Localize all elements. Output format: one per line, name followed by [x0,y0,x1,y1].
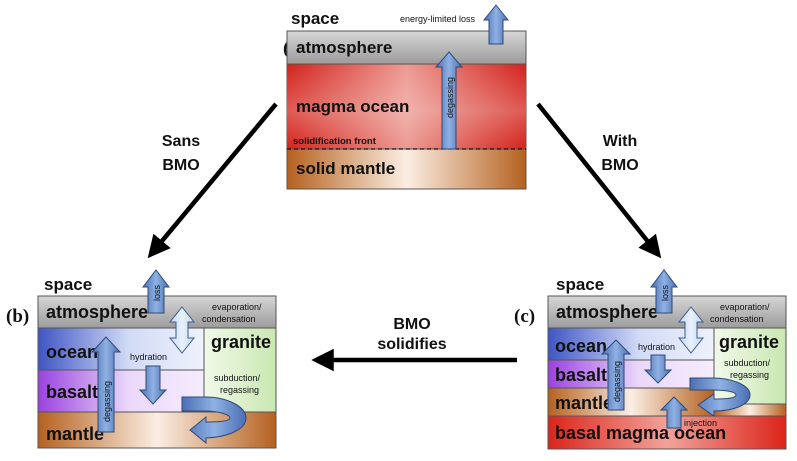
panel-b-evaporation-condensation-arrow [168,306,196,354]
panel-b-degassing-label: degassing [102,381,112,422]
panel-c-subduction-arrow [689,377,751,417]
panel-b-hydration-arrow [138,365,168,405]
sans-bmo-arrow [147,102,278,259]
panel-b-granite-label: granite [211,332,271,352]
panel-c-degassing-label: degassing [612,361,622,402]
panel-a-degassing-label: degassing [445,77,455,118]
panel-a-solidification-front-label: solidification front [293,136,377,147]
panel-a-energy-limited-loss-label: energy-limited loss [400,14,476,24]
panel-c-ocean-label: ocean [555,336,607,356]
panel-b-condensation-label: condensation [202,314,256,324]
panel-b-hydration-label: hydration [130,352,167,362]
panel-b-subduction-label: subduction/ [214,373,261,383]
panel-c-atmosphere-label: atmosphere [556,302,658,322]
sans-bmo-label-line1: Sans [162,133,200,150]
with-bmo-arrow [536,102,662,259]
with-bmo-label-line1: With [603,133,638,150]
panel-c-granite-layer [713,327,787,405]
panel-c-basalt-label: basalt [555,365,607,385]
bmo-solidifies-label-line1: BMO [393,316,430,333]
panel-c-subduction-label: subduction/ [724,358,771,368]
panel-b-basalt-layer [37,369,205,413]
panel-b-space-label: space [44,275,92,294]
transition-arrows: Sans BMO With BMO BMO solidifies [147,102,662,372]
panel-c-degassing-arrow [600,339,632,411]
with-bmo-label-line2: BMO [601,157,638,174]
panel-a-atmosphere-layer [286,30,527,65]
panel-c-basal-magma-ocean-label: basal magma ocean [555,423,726,443]
panel-a-space-label: space [291,9,339,28]
bmo-solidifies-label-line2: solidifies [377,336,446,353]
panel-c-hydration-label: hydration [638,342,675,352]
panel-c-mantle-label: mantle [555,393,613,413]
panel-b-evaporation-label: evaporation/ [212,302,262,312]
panel-a-solid-mantle-label: solid mantle [296,159,395,178]
panel-c-regassing-label: regassing [730,370,769,380]
panel-c-loss-label: loss [660,284,670,301]
panel-a-atmosphere-label: atmosphere [296,38,392,57]
panel-b-subduction-arrow [181,396,247,445]
panel-b-loss-arrow [141,269,171,314]
panel-c-condensation-label: condensation [710,314,764,324]
sans-bmo-label-line2: BMO [162,157,199,174]
panel-b-ocean-label: ocean [46,342,98,362]
panel-a-energy-limited-loss-arrow [482,4,510,45]
panel-c-mantle-layer [547,387,715,417]
panel-b-label: (b) [6,306,29,327]
panel-c-loss-arrow [649,269,679,314]
panel-b-degassing-arrow [90,336,122,433]
panel-b-loss-label: loss [152,284,162,301]
panel-a-solid-mantle-layer [286,148,527,190]
panel-c-label: (c) [514,306,535,327]
panel-b-atmosphere-label: atmosphere [46,302,148,322]
panel-b-mantle-label: mantle [46,424,104,444]
panel-c-evaporation-condensation-arrow [677,306,705,354]
panel-a-magma-ocean-label: magma ocean [296,97,409,116]
panel-c-evaporation-label: evaporation/ [720,302,770,312]
panel-b-basalt-label: basalt [46,382,98,402]
panel-c: space (c) atmosphere evaporation/ conden… [514,269,787,450]
panel-c-injection-arrow [659,396,689,429]
panel-c-injection-label: injection [684,418,717,428]
panel-b-regassing-label: regassing [220,385,259,395]
panel-a-magma-sheen [287,64,526,149]
panel-c-granite-label: granite [719,332,779,352]
panel-a-degassing-arrow [434,51,464,150]
panel-c-space-label: space [556,275,604,294]
panel-c-hydration-arrow [643,354,673,384]
panel-b: space (b) atmosphere evaporation/ conden… [6,269,277,449]
panel-a: space (a) atmosphere magma ocean solidif… [283,4,527,190]
